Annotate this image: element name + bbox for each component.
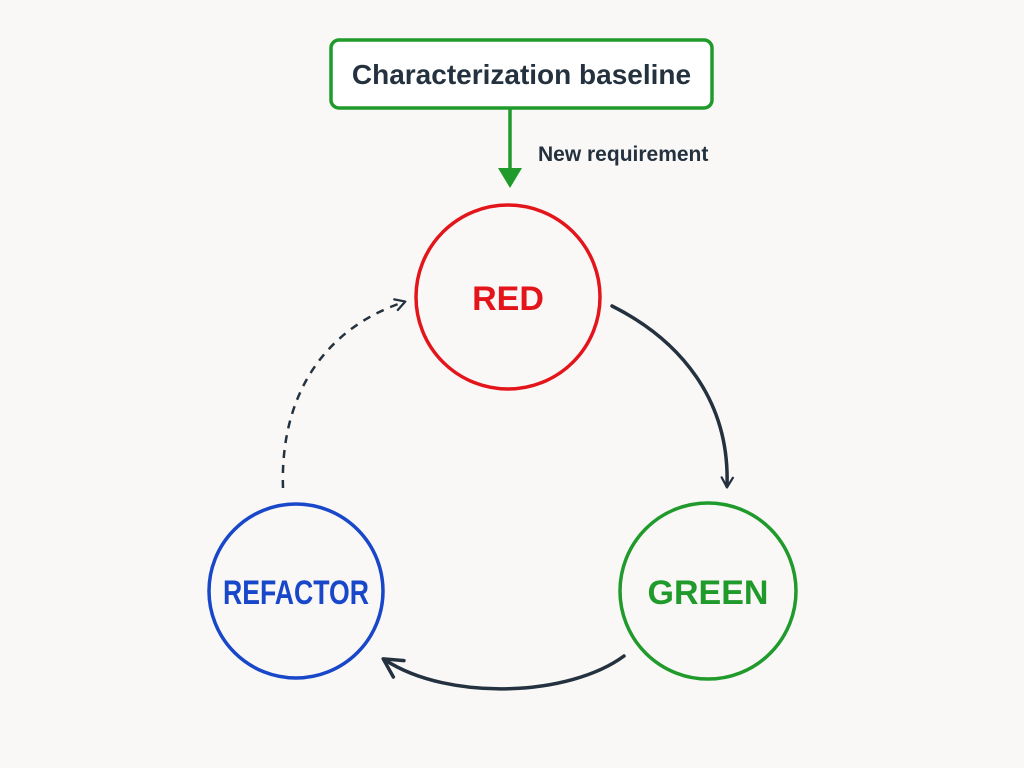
new-requirement-edge: New requirement (498, 108, 708, 188)
baseline-box (329, 38, 714, 110)
refactor-label: REFACTOR (223, 574, 369, 612)
refactor-node: REFACTOR (207, 502, 385, 680)
baseline-node: Characterization baseline (329, 38, 714, 110)
refactor-circle (207, 502, 385, 680)
new-requirement-arrowhead (498, 168, 522, 188)
red-label: RED (472, 280, 544, 318)
green-node: GREEN (618, 501, 798, 681)
green-to-refactor-arrow (381, 654, 626, 691)
refactor-to-red-dashed-arrow (281, 298, 407, 489)
green-label: GREEN (648, 574, 769, 612)
red-node: RED (414, 203, 602, 391)
green-circle (618, 501, 798, 681)
red-to-green-arrow (610, 304, 735, 489)
red-circle (414, 203, 602, 391)
new-requirement-label: New requirement (538, 143, 708, 166)
baseline-label: Characterization baseline (352, 59, 691, 90)
